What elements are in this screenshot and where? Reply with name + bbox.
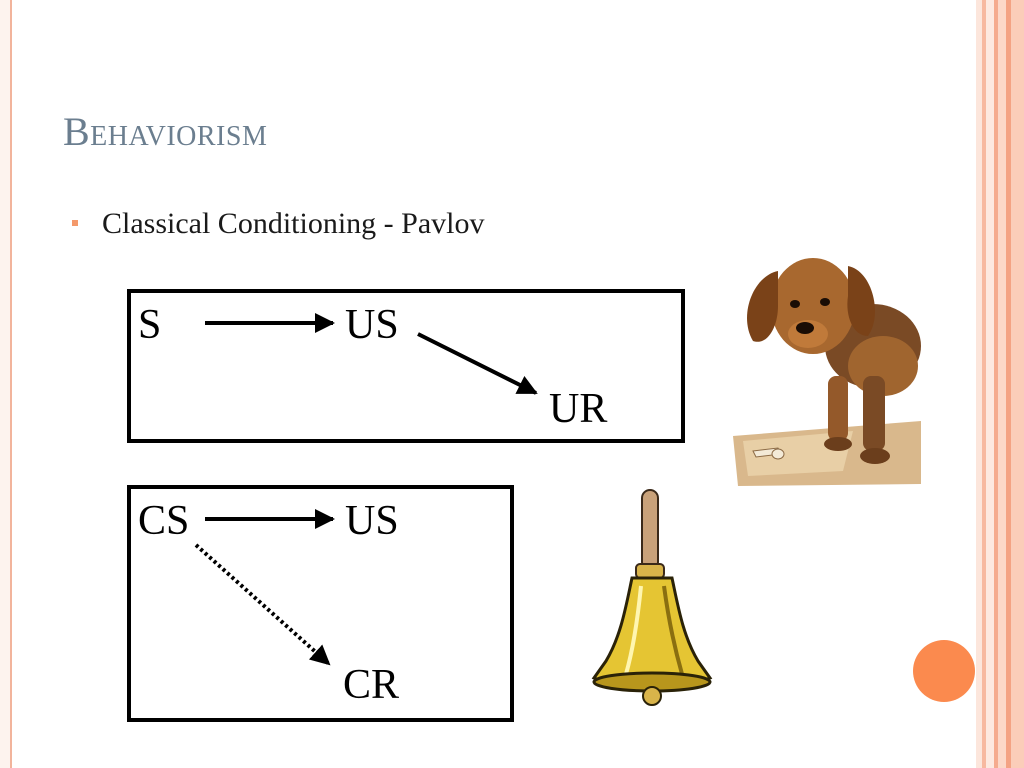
bell-image: [591, 489, 713, 706]
arrow-us-to-ur: [417, 332, 538, 395]
dog-image: [733, 258, 921, 486]
bullet-text: Classical Conditioning - Pavlov: [102, 207, 485, 240]
left-frame: [0, 0, 10, 768]
label-us-top: US: [345, 302, 399, 348]
dotted-arrow-cs-to-cr: [194, 543, 331, 666]
unconditioned-diagram-box: [127, 289, 685, 443]
label-cr: CR: [343, 662, 400, 708]
label-ur: UR: [549, 386, 608, 432]
right-striped-frame: [976, 0, 1024, 768]
slide-title: Behaviorism: [63, 109, 268, 154]
left-frame-line: [10, 0, 12, 768]
label-us-bottom: US: [345, 498, 399, 544]
accent-circle: [913, 640, 975, 702]
label-s: S: [138, 302, 162, 348]
bullet-marker: [72, 220, 78, 226]
label-cs: CS: [138, 498, 190, 544]
